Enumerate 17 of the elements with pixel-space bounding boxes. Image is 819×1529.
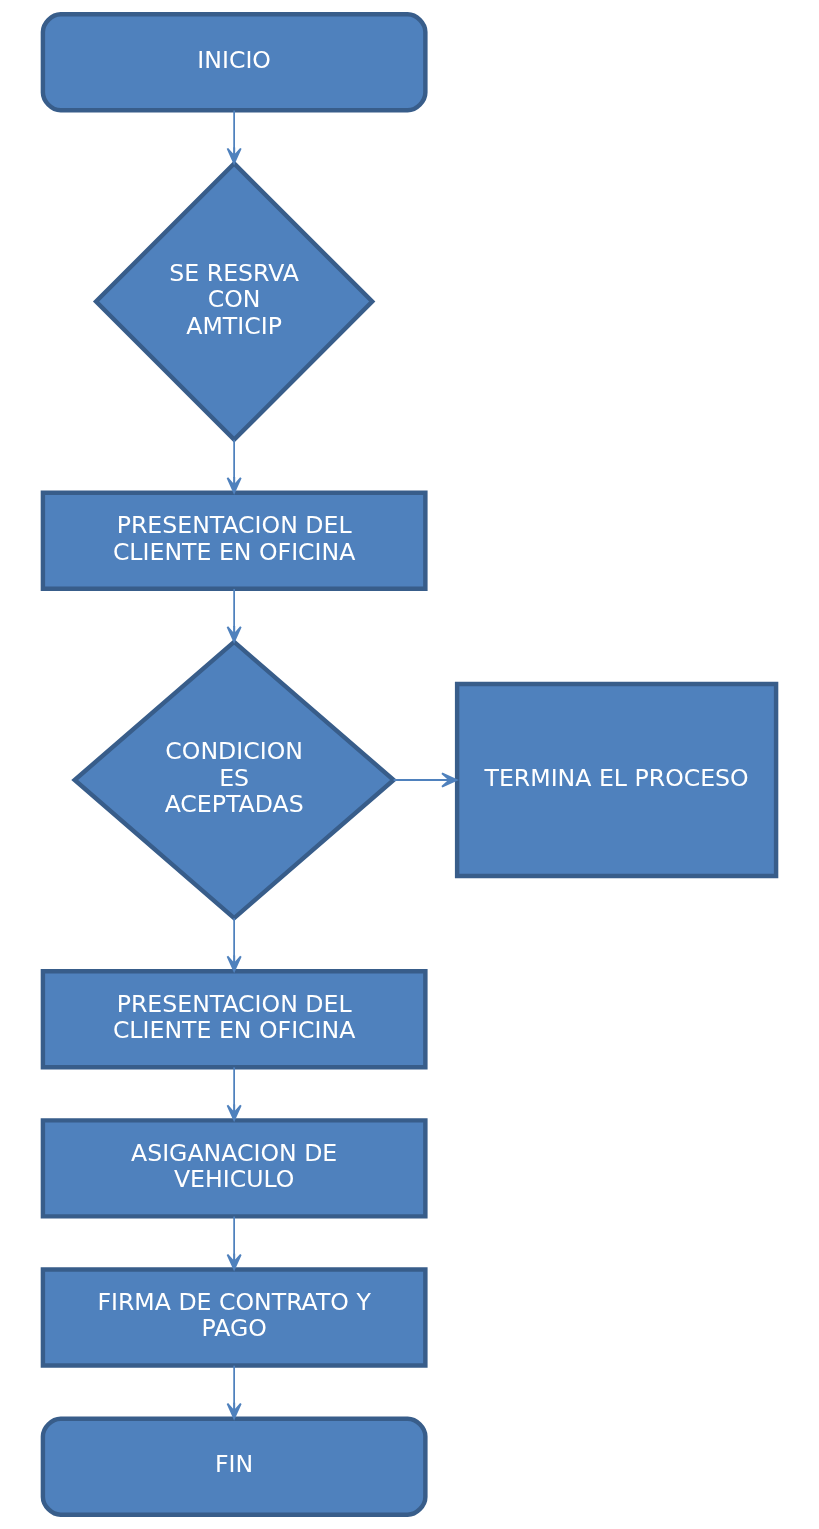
arrow	[226, 917, 242, 973]
arrow	[226, 1215, 242, 1271]
node-box: INICIO	[40, 12, 428, 113]
node-box: TERMINA EL PROCESO	[454, 681, 779, 879]
node-box: PRESENTACION DEL CLIENTE EN OFICINA	[40, 490, 428, 591]
node-diamond: CONDICION ES ACEPTADAS	[71, 639, 397, 921]
node-box: PRESENTACION DEL CLIENTE EN OFICINA	[40, 969, 428, 1070]
node-box: ASIGANACION DE VEHICULO	[40, 1118, 428, 1219]
arrow	[226, 109, 242, 165]
node-box: FIRMA DE CONTRATO Y PAGO	[40, 1267, 428, 1368]
arrow	[226, 438, 242, 494]
node-box: FIN	[40, 1416, 428, 1517]
arrow	[226, 588, 242, 643]
arrow	[392, 772, 458, 788]
node-diamond: SE RESRVA CON AMTICIP	[92, 160, 376, 443]
arrow	[226, 1066, 242, 1122]
arrow	[226, 1364, 242, 1420]
